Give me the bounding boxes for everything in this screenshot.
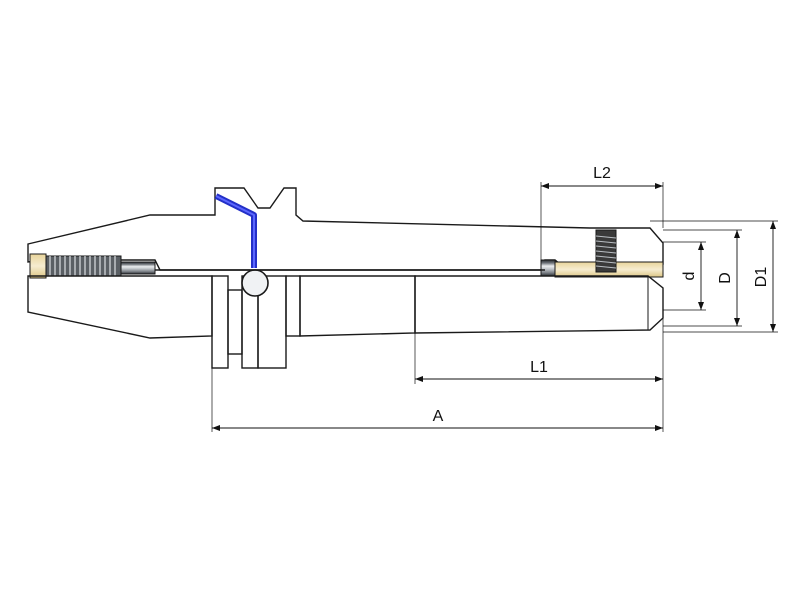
- taper-shank: [27, 275, 213, 339]
- section-half: [27, 187, 664, 279]
- dim-label-L1: L1: [530, 359, 548, 376]
- rear-thread: [45, 255, 156, 277]
- stop-ring: [540, 259, 556, 277]
- dim-label-A: A: [433, 408, 444, 425]
- nose-shank: [414, 275, 664, 334]
- coolant-channel: [214, 193, 257, 268]
- body-extension: [299, 275, 416, 337]
- dim-label-L2: L2: [593, 165, 611, 182]
- dim-label-d: d: [681, 272, 698, 281]
- flange-left: [211, 275, 229, 369]
- hatched-section-body: [27, 187, 664, 271]
- dim-label-D: D: [717, 272, 734, 284]
- set-screw: [595, 229, 617, 273]
- body-collar: [285, 275, 301, 337]
- brass-sleeve-left: [29, 253, 47, 279]
- flange-groove: [227, 289, 243, 355]
- dim-label-D1: D1: [753, 267, 770, 288]
- dimensions: L2 L1 A d D D1: [211, 165, 778, 432]
- drive-key: [241, 269, 269, 297]
- exterior-half: [27, 269, 664, 369]
